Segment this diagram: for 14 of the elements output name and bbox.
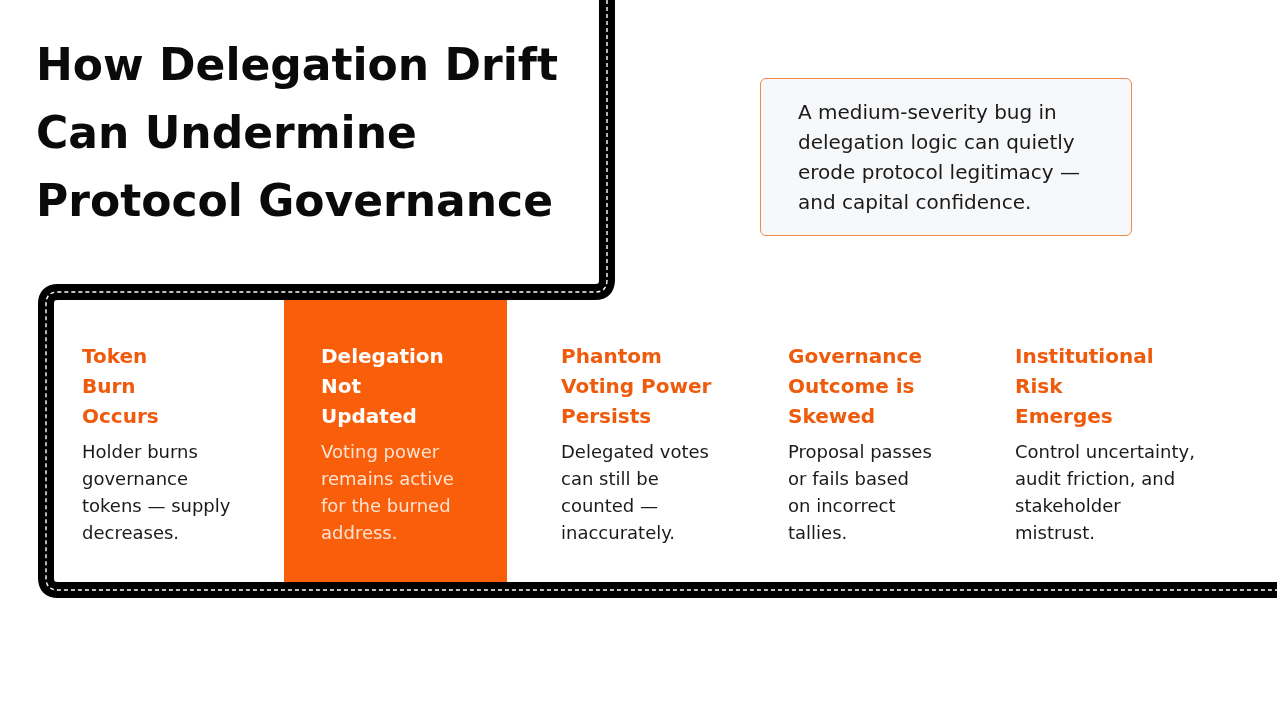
step-heading: Delegation Not Updated: [321, 343, 445, 430]
highlighted-step-panel: [284, 300, 507, 582]
callout-text: A medium-severity bug in delegation logic can quietly erode protocol legitimacy — and capital confidence.: [798, 99, 1082, 216]
step-heading: Phantom Voting Power Persists: [561, 343, 713, 430]
title: How Delegation Drift Can Undermine Protocol Governance: [36, 38, 559, 228]
step-description: Holder burns governance tokens — supply decreases.: [82, 439, 232, 545]
step-description: Delegated votes can still be counted — inaccurately.: [561, 439, 710, 545]
step-heading: Institutional Risk Emerges: [1015, 343, 1155, 430]
step-description: Control uncertainty, audit friction, and stakeholder mistrust.: [1015, 439, 1196, 545]
step-heading: Governance Outcome is Skewed: [788, 343, 923, 430]
step-heading: Token Burn Occurs: [82, 343, 160, 430]
step-description: Voting power remains active for the burned address.: [321, 439, 455, 545]
step-description: Proposal passes or fails based on incorrect tallies.: [788, 439, 933, 545]
callout-box: [760, 78, 1132, 236]
